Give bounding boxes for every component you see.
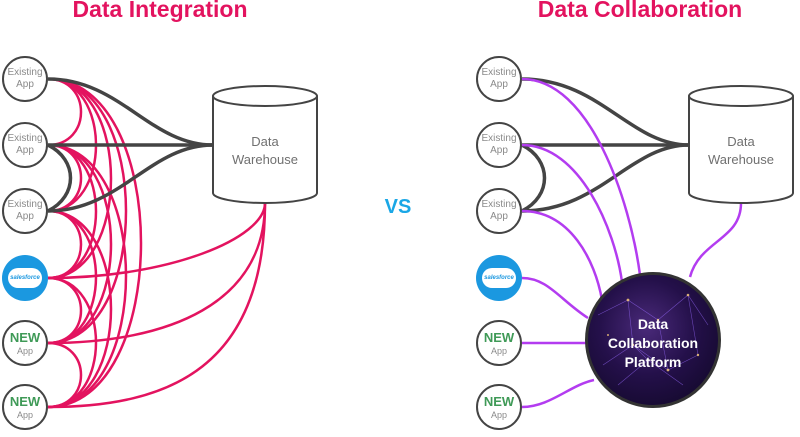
data-integration-title: Data Integration — [72, 0, 248, 22]
right-new-app-2: NEW App — [476, 384, 522, 430]
right-warehouse-label: Data Warehouse — [689, 133, 793, 169]
integration-link — [47, 202, 267, 409]
warehouse-link — [521, 143, 690, 213]
right-new-app-1: NEW App — [476, 320, 522, 366]
node-label: Existing — [7, 133, 43, 144]
collaboration-links — [521, 77, 743, 409]
collaboration-link — [521, 209, 604, 301]
node-sublabel: App — [490, 145, 508, 156]
left-warehouse-label: Data Warehouse — [213, 133, 317, 169]
warehouse-label-line2: Warehouse — [232, 152, 298, 167]
node-label: Existing — [481, 133, 517, 144]
integration-link — [47, 77, 143, 409]
node-label: Existing — [7, 199, 43, 210]
node-label: NEW — [483, 393, 515, 409]
collaboration-link — [688, 202, 743, 278]
platform-label: Data Collaboration Platform — [588, 315, 718, 372]
left-existing-app-2: Existing App — [2, 122, 48, 168]
vs-label: VS — [384, 196, 412, 218]
node-sublabel: App — [490, 79, 508, 90]
node-label: Existing — [481, 199, 517, 210]
salesforce-cloud-icon: salesforce — [482, 268, 516, 288]
left-new-app-1: NEW App — [2, 320, 48, 366]
warehouse-label-line1: Data — [727, 134, 755, 149]
right-existing-app-3: Existing App — [476, 188, 522, 234]
left-warehouse-links — [47, 77, 214, 213]
left-new-app-2: NEW App — [2, 384, 48, 430]
left-warehouse-cylinder-icon — [212, 85, 318, 204]
collaboration-link — [521, 143, 624, 283]
node-label: Existing — [7, 67, 43, 78]
node-sublabel: App — [490, 211, 508, 222]
integration-link — [47, 209, 113, 409]
integration-links — [47, 77, 267, 409]
integration-link — [47, 341, 83, 409]
platform-label-line3: Platform — [624, 354, 682, 370]
warehouse-link — [47, 77, 214, 147]
integration-link — [47, 77, 113, 280]
node-sublabel: App — [16, 211, 34, 222]
collaboration-link — [521, 276, 589, 320]
data-collaboration-platform: Data Collaboration Platform — [585, 272, 721, 408]
warehouse-link — [47, 143, 73, 213]
warehouse-label-line2: Warehouse — [708, 152, 774, 167]
data-collaboration-title: Data Collaboration — [537, 0, 743, 22]
salesforce-cloud-icon: salesforce — [8, 268, 42, 288]
left-salesforce-node: salesforce — [2, 255, 48, 301]
node-label: NEW — [9, 393, 41, 409]
right-warehouse-cylinder-icon — [688, 85, 794, 204]
integration-link — [47, 77, 128, 345]
platform-label-line1: Data — [637, 316, 669, 332]
integration-link — [47, 202, 267, 280]
warehouse-link — [47, 143, 214, 213]
network-texture — [597, 293, 709, 386]
node-sublabel: App — [16, 79, 34, 90]
left-existing-app-1: Existing App — [2, 56, 48, 102]
node-sublabel: App — [16, 345, 33, 356]
left-existing-app-3: Existing App — [2, 188, 48, 234]
collaboration-link — [521, 378, 595, 409]
warehouse-label-line1: Data — [251, 134, 279, 149]
integration-link — [47, 143, 113, 345]
node-sublabel: App — [490, 409, 507, 420]
platform-label-line2: Collaboration — [607, 335, 699, 351]
node-label: NEW — [483, 329, 515, 345]
right-existing-app-2: Existing App — [476, 122, 522, 168]
node-sublabel: App — [16, 145, 34, 156]
right-salesforce-node: salesforce — [476, 255, 522, 301]
collaboration-link — [521, 77, 642, 276]
node-sublabel: App — [490, 345, 507, 356]
node-label: Existing — [481, 67, 517, 78]
warehouse-link — [521, 143, 547, 213]
node-label: NEW — [9, 329, 41, 345]
node-sublabel: App — [16, 409, 33, 420]
right-existing-app-1: Existing App — [476, 56, 522, 102]
integration-link — [47, 202, 267, 345]
right-warehouse-links — [521, 77, 690, 213]
warehouse-link — [521, 77, 690, 147]
integration-link — [47, 143, 128, 409]
